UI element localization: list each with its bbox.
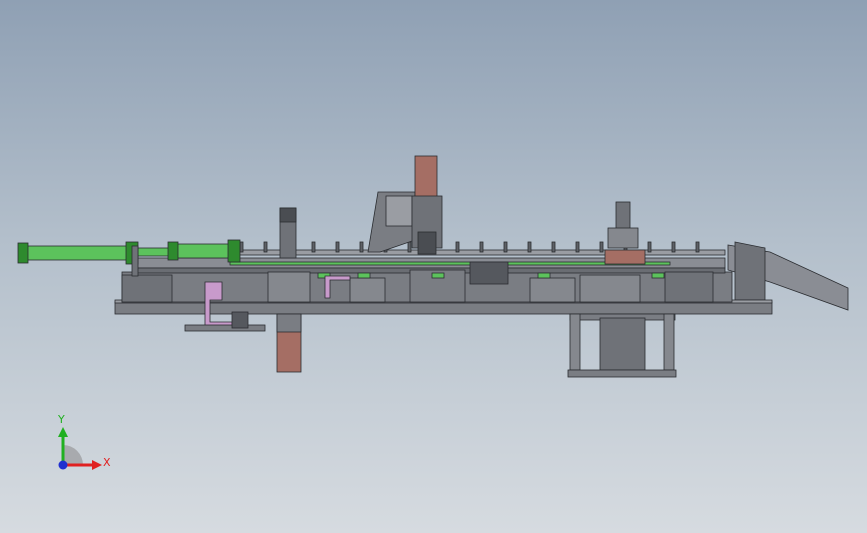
- cylinder-body-2: [169, 243, 231, 259]
- rail-finger: [311, 241, 316, 253]
- copper-hanging-plate-top: [276, 313, 302, 333]
- block-left: [121, 274, 173, 303]
- cylinder-stand: [131, 245, 139, 277]
- block-mid-3: [579, 274, 641, 303]
- block-right: [664, 271, 714, 303]
- rail-finger: [695, 241, 700, 253]
- coordinate-triad: [58, 427, 102, 470]
- base-plate[interactable]: [114, 301, 773, 315]
- rail-finger: [551, 241, 556, 253]
- lower-frame-post-right: [663, 313, 675, 371]
- block-mid-1: [349, 277, 386, 303]
- rail-finger: [503, 241, 508, 253]
- vertical-actuator[interactable]: [615, 201, 631, 231]
- block-center: [469, 261, 509, 285]
- vertical-actuator-head: [607, 227, 639, 249]
- lower-left-assembly: [267, 271, 311, 303]
- rail-finger: [359, 241, 364, 253]
- cylinder-endcap-right: [167, 241, 179, 261]
- triad-y-arrow: [58, 427, 68, 437]
- lower-foot-left: [184, 324, 266, 332]
- lower-frame-base: [567, 369, 677, 378]
- lower-foot-block: [231, 311, 249, 329]
- rail-finger: [527, 241, 532, 253]
- cylinder-endcap-left: [17, 242, 29, 264]
- triad-origin-arc: [63, 445, 83, 465]
- cylinder-endcap-right-2: [227, 239, 241, 263]
- rail-finger: [455, 241, 460, 253]
- rail-finger: [671, 241, 676, 253]
- lower-frame-post-left: [569, 313, 581, 371]
- rail-marker: [537, 272, 551, 279]
- rail-marker: [431, 272, 445, 279]
- guide-strip: [229, 261, 671, 266]
- cylinder-rod: [137, 247, 171, 257]
- lower-frame-actuator: [599, 317, 646, 371]
- press-head-tool: [417, 231, 437, 255]
- rail-marker: [317, 272, 331, 279]
- rail-finger: [647, 241, 652, 253]
- triad-z-axis: [58, 460, 68, 470]
- rail-marker: [357, 272, 371, 279]
- pneumatic-cylinder[interactable]: [21, 245, 128, 261]
- sensor-head: [279, 207, 297, 223]
- vertical-actuator-body: [604, 249, 646, 265]
- rail-finger: [407, 241, 412, 253]
- rail-finger: [575, 241, 580, 253]
- discharge-chute-side: [734, 241, 766, 301]
- triad-x-label: X: [103, 456, 111, 469]
- press-head-cylinder[interactable]: [414, 155, 438, 201]
- triad-x-arrow: [92, 460, 102, 470]
- rail-marker: [651, 272, 665, 279]
- rail-finger: [599, 241, 604, 253]
- rail-finger: [335, 241, 340, 253]
- rail-finger: [479, 241, 484, 253]
- press-head-block: [385, 195, 413, 227]
- block-mid-2: [529, 277, 576, 303]
- rail-finger: [263, 241, 268, 253]
- rail-finger: [239, 241, 244, 253]
- triad-y-label: Y: [58, 413, 65, 426]
- rail-markers: [317, 272, 665, 279]
- feeder-bracket-2: [324, 275, 351, 299]
